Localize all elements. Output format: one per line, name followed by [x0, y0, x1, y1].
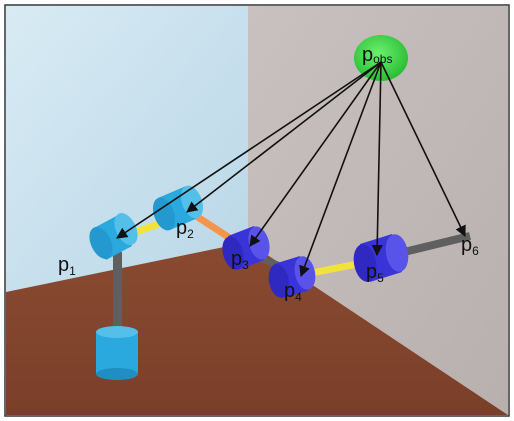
label-p5: p5 — [366, 261, 384, 285]
obstacle-sphere — [354, 35, 408, 81]
arrow-to-p6 — [380, 61, 466, 238]
arrow-to-p5 — [371, 61, 383, 257]
arrow-to-p3 — [249, 61, 382, 247]
base-post — [113, 252, 122, 334]
joint-p1 — [89, 213, 138, 260]
joint-p2 — [152, 185, 204, 231]
arrow-to-p1 — [116, 61, 382, 239]
distance-arrows — [116, 61, 466, 278]
left-wall — [6, 6, 248, 292]
arrow-to-p4 — [299, 61, 382, 278]
base-cylinder — [96, 326, 138, 380]
label-p2: p2 — [176, 217, 194, 241]
label-p1: p1 — [58, 254, 76, 278]
joint-p5 — [353, 234, 409, 282]
arrow-to-p2 — [186, 61, 382, 213]
label-p4: p4 — [284, 280, 302, 304]
label-p3: p3 — [231, 248, 249, 272]
link-p5-p6 — [399, 232, 471, 257]
label-p6: p6 — [461, 234, 479, 258]
image-frame — [4, 4, 510, 417]
label-p-obs: pobs — [362, 44, 392, 66]
